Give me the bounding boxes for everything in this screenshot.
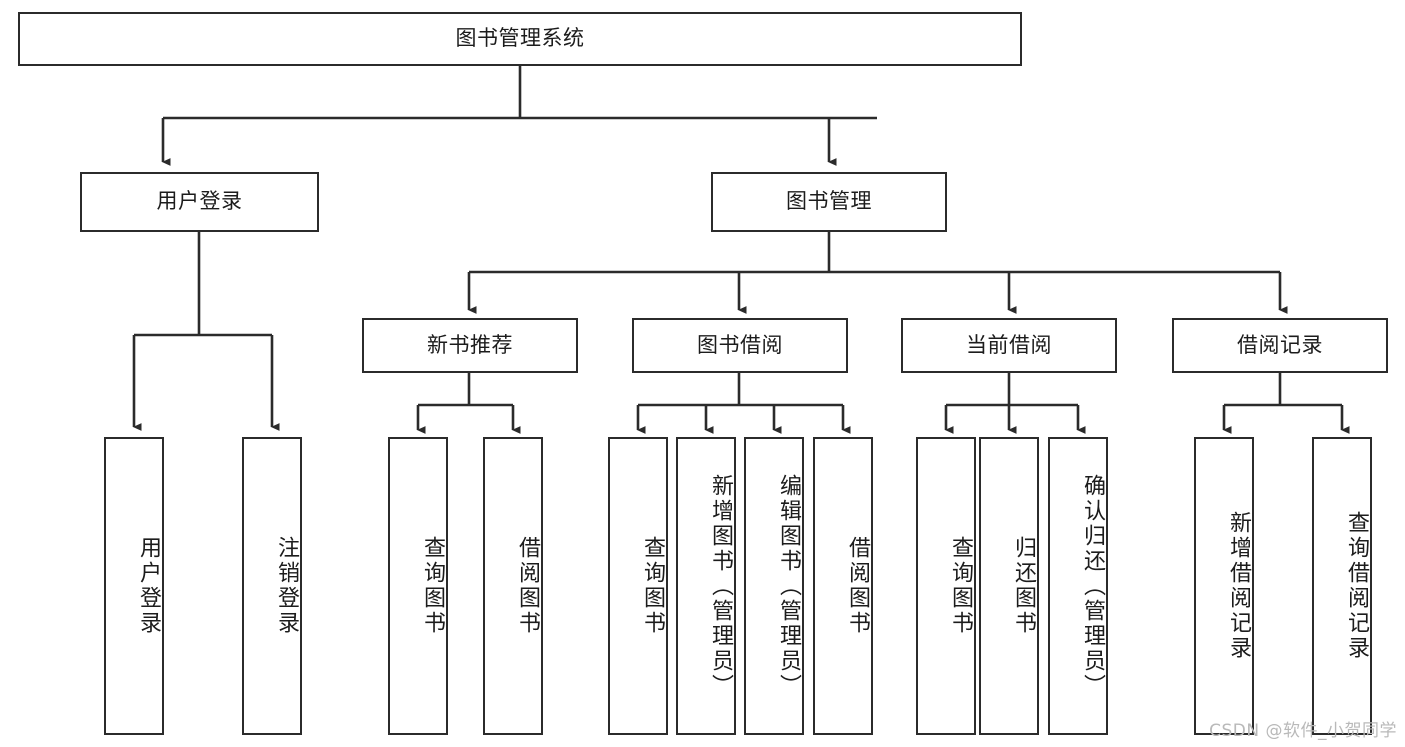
node-leaf-confirm-return-label: 确认归还（管理员） bbox=[1080, 473, 1105, 699]
node-leaf-query-borrow-record-label: 查询借阅记录 bbox=[1344, 511, 1369, 661]
node-book-borrow-label: 图书借阅 bbox=[697, 332, 783, 357]
node-leaf-query-book-borrow-label: 查询图书 bbox=[640, 536, 665, 636]
node-book-manage-label: 图书管理 bbox=[786, 189, 872, 214]
node-book-borrow[interactable]: 图书借阅 bbox=[632, 318, 848, 373]
node-current-borrow[interactable]: 当前借阅 bbox=[901, 318, 1117, 373]
node-leaf-add-book-admin-label: 新增图书（管理员） bbox=[708, 473, 733, 699]
node-new-book-recommend-label: 新书推荐 bbox=[427, 332, 513, 357]
node-book-manage[interactable]: 图书管理 bbox=[711, 172, 947, 232]
node-leaf-query-book-rec[interactable]: 查询图书 bbox=[388, 437, 448, 735]
node-leaf-query-book-current-label: 查询图书 bbox=[948, 536, 973, 636]
node-leaf-borrow-book[interactable]: 借阅图书 bbox=[813, 437, 873, 735]
watermark: CSDN @软件_小贺同学 bbox=[1209, 721, 1397, 741]
node-leaf-borrow-book-rec-label: 借阅图书 bbox=[515, 536, 540, 636]
node-root[interactable]: 图书管理系统 bbox=[18, 12, 1022, 66]
node-leaf-query-book-rec-label: 查询图书 bbox=[420, 536, 445, 636]
node-new-book-recommend[interactable]: 新书推荐 bbox=[362, 318, 578, 373]
node-leaf-query-book-current[interactable]: 查询图书 bbox=[916, 437, 976, 735]
node-leaf-return-book-label: 归还图书 bbox=[1011, 536, 1036, 636]
node-leaf-query-borrow-record[interactable]: 查询借阅记录 bbox=[1312, 437, 1372, 735]
node-leaf-add-book-admin[interactable]: 新增图书（管理员） bbox=[676, 437, 736, 735]
node-leaf-user-login[interactable]: 用户登录 bbox=[104, 437, 164, 735]
node-leaf-borrow-book-label: 借阅图书 bbox=[845, 536, 870, 636]
node-borrow-record[interactable]: 借阅记录 bbox=[1172, 318, 1388, 373]
node-leaf-logout-login-label: 注销登录 bbox=[274, 536, 299, 636]
node-user-login-label: 用户登录 bbox=[156, 189, 243, 214]
node-leaf-query-book-borrow[interactable]: 查询图书 bbox=[608, 437, 668, 735]
node-leaf-add-borrow-record[interactable]: 新增借阅记录 bbox=[1194, 437, 1254, 735]
node-leaf-logout-login[interactable]: 注销登录 bbox=[242, 437, 302, 735]
node-root-label: 图书管理系统 bbox=[455, 26, 585, 51]
node-leaf-add-borrow-record-label: 新增借阅记录 bbox=[1226, 511, 1251, 661]
node-current-borrow-label: 当前借阅 bbox=[966, 332, 1052, 357]
node-leaf-borrow-book-rec[interactable]: 借阅图书 bbox=[483, 437, 543, 735]
node-leaf-confirm-return[interactable]: 确认归还（管理员） bbox=[1048, 437, 1108, 735]
node-leaf-edit-book-admin-label: 编辑图书（管理员） bbox=[776, 473, 801, 699]
node-borrow-record-label: 借阅记录 bbox=[1237, 332, 1323, 357]
node-leaf-edit-book-admin[interactable]: 编辑图书（管理员） bbox=[744, 437, 804, 735]
node-leaf-return-book[interactable]: 归还图书 bbox=[979, 437, 1039, 735]
node-leaf-user-login-label: 用户登录 bbox=[136, 536, 161, 636]
node-user-login[interactable]: 用户登录 bbox=[80, 172, 319, 232]
